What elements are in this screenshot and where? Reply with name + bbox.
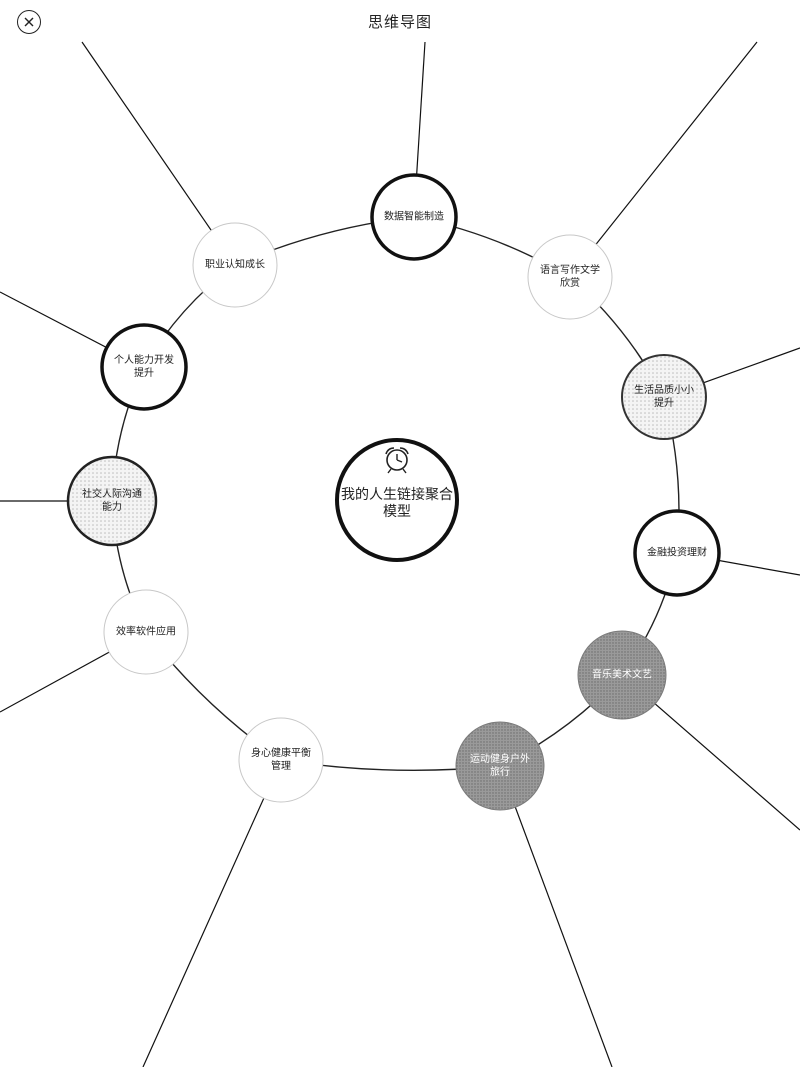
center-node-label: 我的人生链接聚合 [341,486,453,503]
node-circle[interactable] [370,173,458,261]
node-label: 数据智能制造 [384,210,444,223]
node-label: 管理 [271,759,291,772]
node-label: 旅行 [490,765,510,778]
node-circle[interactable] [621,354,707,440]
node-label: 金融投资理财 [647,546,707,559]
node-node-lower-right[interactable]: 音乐美术文艺 [577,630,667,720]
node-label: 提升 [654,397,674,409]
branch-line-career-growth [81,41,236,266]
alarm-clock-icon [385,447,409,474]
node-circle[interactable] [100,323,188,411]
node-label: 欣赏 [560,276,580,289]
node-label: 身心健康平衡 [251,746,311,759]
branch-line-language-literature [569,41,758,278]
node-label: 运动健身户外 [470,752,530,765]
node-label: 社交人际沟通 [82,487,142,500]
node-label: 生活品质小小 [634,383,694,396]
node-label: 提升 [134,367,154,379]
branch-line-node-bottom-right [499,765,613,1067]
node-circle[interactable] [103,589,189,675]
node-label: 音乐美术文艺 [592,668,652,681]
node-label: 语言写作文学 [540,263,600,276]
node-circle[interactable] [455,721,545,811]
node-career-growth[interactable]: 职业认知成长 [192,222,278,308]
node-finance-investment[interactable]: 金融投资理财 [633,509,721,597]
node-circle[interactable] [66,455,158,547]
node-circle[interactable] [238,717,324,803]
close-button[interactable] [17,10,41,34]
node-circle[interactable] [633,509,721,597]
node-label: 能力 [102,500,122,513]
close-icon [24,17,34,27]
node-circle[interactable] [192,222,278,308]
node-circle[interactable] [577,630,667,720]
node-label: 职业认知成长 [205,258,265,271]
branch-line-body-mind-health [142,759,282,1067]
page-title: 思维导图 [367,13,432,31]
node-data-smart-manufacturing[interactable]: 数据智能制造 [370,173,458,261]
center-node-label: 模型 [383,504,411,520]
node-efficiency-software[interactable]: 效率软件应用 [103,589,189,675]
center-node-circle[interactable] [335,438,459,562]
node-label: 效率软件应用 [116,625,176,638]
node-label: 个人能力开发 [114,353,174,366]
node-circle[interactable] [527,234,613,320]
